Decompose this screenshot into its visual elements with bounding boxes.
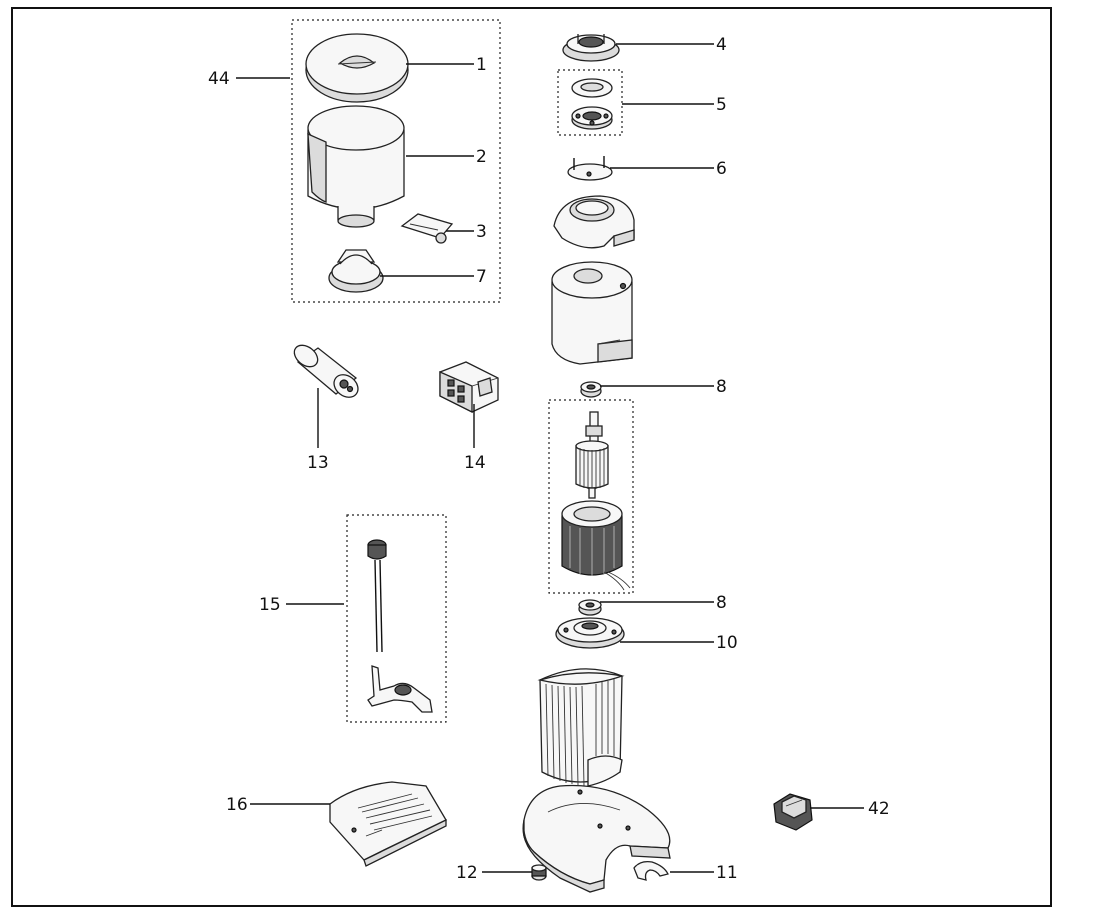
upper-bearing xyxy=(580,381,602,398)
hopper-gate-plate xyxy=(400,213,454,244)
hopper-knob xyxy=(328,249,384,293)
lower-burr xyxy=(571,106,613,130)
grinding-chamber-collar xyxy=(553,195,635,249)
callout-8-upper: 8 xyxy=(716,377,727,397)
base-plate xyxy=(329,781,447,867)
callout-14: 14 xyxy=(464,453,486,473)
callout-8-lower: 8 xyxy=(716,593,727,613)
upper-burr xyxy=(571,78,613,98)
motor-housing xyxy=(551,261,633,365)
finned-motor-shroud xyxy=(537,668,625,787)
adjustment-knob-rod xyxy=(367,539,387,653)
fork-clip xyxy=(633,860,669,881)
callout-16: 16 xyxy=(226,795,248,815)
motor-rotor xyxy=(575,411,609,499)
hopper-bowl xyxy=(307,105,405,228)
grinder-base xyxy=(522,784,671,893)
rubber-foot xyxy=(531,864,547,881)
hopper-lid xyxy=(305,33,409,103)
bearing-plate xyxy=(555,617,625,649)
callout-13: 13 xyxy=(307,453,329,473)
terminal-block xyxy=(439,361,499,414)
lower-bearing xyxy=(578,599,602,616)
callout-44: 44 xyxy=(208,69,230,89)
callout-5: 5 xyxy=(716,95,727,115)
callout-12: 12 xyxy=(456,863,478,883)
capacitor xyxy=(293,344,359,398)
callout-2: 2 xyxy=(476,147,487,167)
leader-lines xyxy=(236,43,864,873)
callout-15: 15 xyxy=(259,595,281,615)
adjustment-lever xyxy=(367,665,433,713)
callout-42: 42 xyxy=(868,799,890,819)
burr-carrier-ring xyxy=(562,34,620,62)
rocker-switch xyxy=(773,793,813,831)
adjustment-rod-group-box xyxy=(346,514,447,723)
callout-3: 3 xyxy=(476,222,487,242)
callout-10: 10 xyxy=(716,633,738,653)
motor-group-box xyxy=(548,399,634,594)
callout-7: 7 xyxy=(476,267,487,287)
diagram-frame xyxy=(11,7,1052,907)
callout-6: 6 xyxy=(716,159,727,179)
callout-4: 4 xyxy=(716,35,727,55)
callout-1: 1 xyxy=(476,55,487,75)
callout-11: 11 xyxy=(716,863,738,883)
burr-set-group-box xyxy=(557,69,623,136)
motor-stator xyxy=(561,500,631,591)
burr-holder xyxy=(567,156,613,181)
